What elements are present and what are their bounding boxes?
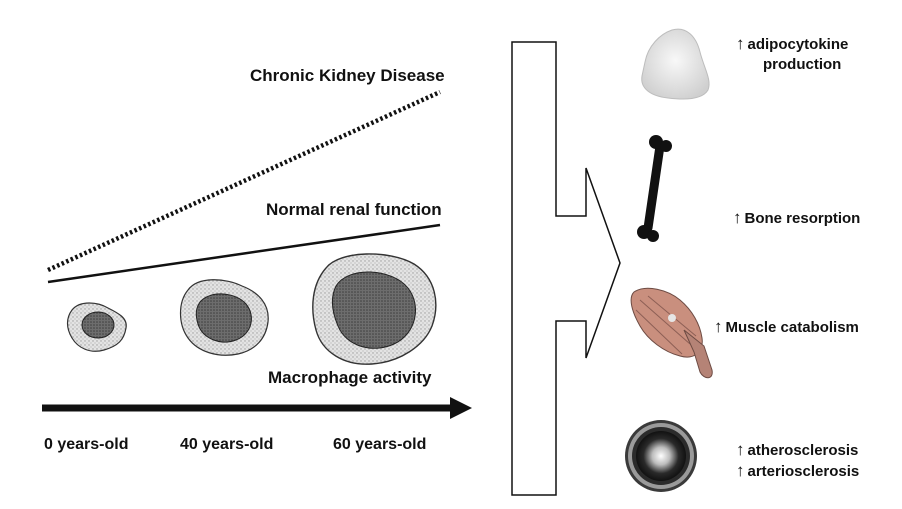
age-label-40: 40 years-old [180, 436, 274, 453]
increase-arrow-icon: ↑ [736, 440, 745, 459]
normal-renal-line [47, 223, 441, 284]
muscle-catabolism-effect: ↑Muscle catabolism [714, 317, 859, 337]
ckd-label: Chronic Kidney Disease [250, 66, 445, 85]
increase-arrow-icon: ↑ [714, 317, 723, 336]
adipose-tissue-icon [641, 28, 710, 100]
bone-resorption-effect: ↑Bone resorption [733, 208, 860, 228]
atherosclerosis-label: atherosclerosis [747, 442, 859, 459]
ckd-line [47, 89, 441, 273]
normal-renal-function-label: Normal renal function [266, 200, 442, 219]
bone-resorption-label: Bone resorption [744, 210, 861, 227]
age-axis-arrowhead [450, 397, 472, 419]
macrophage-cell-icon [66, 302, 127, 352]
increase-arrow-icon: ↑ [733, 208, 742, 227]
age-label-0: 0 years-old [44, 436, 129, 453]
artery-icon [625, 420, 697, 492]
arteriosclerosis-label: arteriosclerosis [747, 463, 860, 480]
macrophage-cell-icon [179, 279, 269, 356]
bracket-connector [511, 41, 621, 496]
adipocytokine-label-line2: production [763, 56, 842, 73]
age-label-60: 60 years-old [333, 436, 427, 453]
muscle-catabolism-label: Muscle catabolism [725, 319, 859, 336]
vascular-effect: ↑atherosclerosis ↑arteriosclerosis [736, 440, 859, 482]
bone-icon [637, 135, 672, 242]
increase-arrow-icon: ↑ [736, 461, 745, 480]
increase-arrow-icon: ↑ [736, 34, 745, 53]
adipocytokine-label-line1: adipocytokine [747, 36, 849, 53]
macrophage-activity-label: Macrophage activity [268, 368, 432, 387]
muscle-icon [630, 287, 713, 379]
adipocytokine-effect: ↑adipocytokine production [736, 34, 848, 75]
macrophage-cell-icon [312, 253, 437, 365]
